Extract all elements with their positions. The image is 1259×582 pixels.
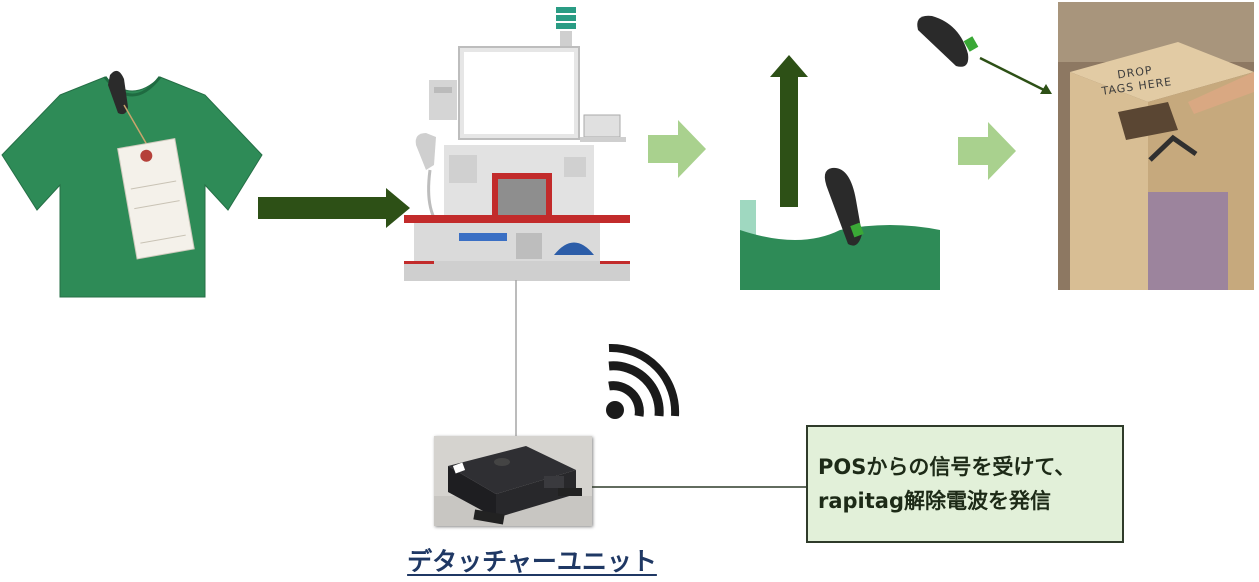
- connector-horizontal: [592, 486, 806, 488]
- pos-kiosk-icon: [404, 7, 630, 281]
- connector-vertical: [515, 280, 517, 436]
- security-tag-icon: [108, 70, 128, 115]
- tag-removal-panel: [740, 130, 940, 290]
- arrow-right-light-2: [958, 122, 1016, 180]
- drop-box-panel: DROP TAGS HERE: [1058, 2, 1254, 290]
- arrow-up-dark: [770, 55, 808, 207]
- detacher-unit-label: デタッチャーユニット: [407, 547, 657, 576]
- wifi-signal-icon: [606, 343, 680, 419]
- pos-kiosk-panel: [404, 5, 630, 281]
- callout-box: POSからの信号を受けて、 rapitag解除電波を発信: [806, 425, 1124, 543]
- arrow-right-dark: [258, 188, 410, 228]
- paper-tag-icon: [117, 137, 195, 260]
- flying-tag: [917, 15, 1052, 94]
- callout-line-1: POSからの信号を受けて、: [818, 455, 1076, 479]
- detacher-device-icon: [434, 436, 592, 526]
- tag-removal-illustration: [740, 167, 940, 290]
- callout-line-2: rapitag解除電波を発信: [818, 489, 1051, 513]
- drop-box-illustration: [1058, 2, 1254, 290]
- arrow-right-light-1: [648, 120, 706, 178]
- detacher-unit-photo: [434, 436, 592, 526]
- tshirt-panel: [0, 35, 265, 300]
- tshirt-illustration: [1, 70, 263, 298]
